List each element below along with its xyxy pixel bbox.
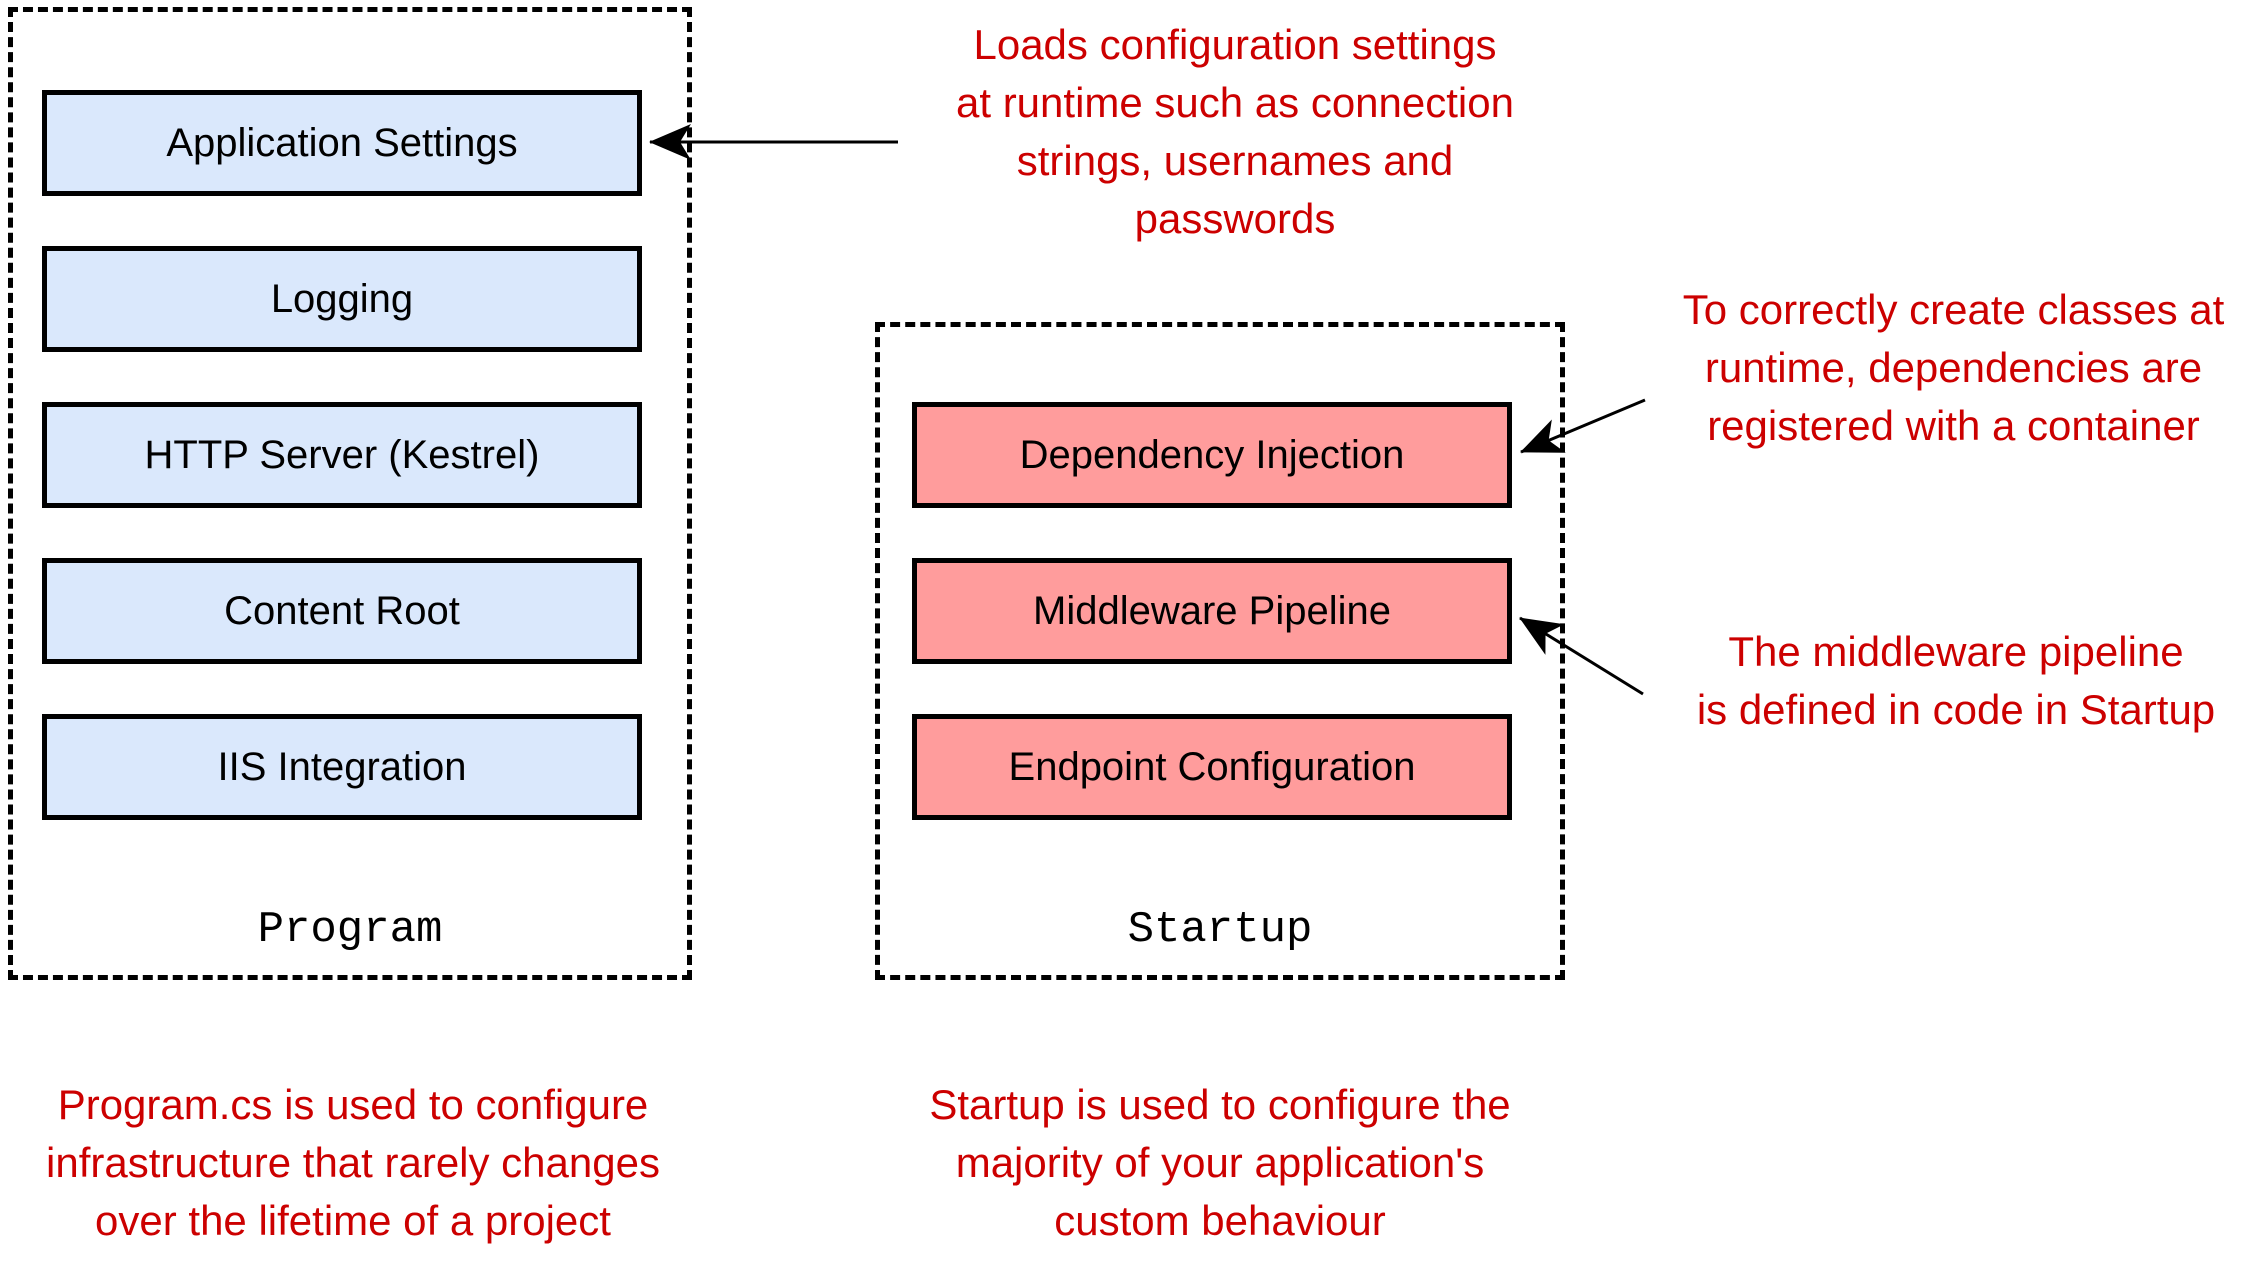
box-http-server-kestrel: HTTP Server (Kestrel) [42, 402, 642, 508]
box-logging: Logging [42, 246, 642, 352]
box-endpoint-configuration: Endpoint Configuration [912, 714, 1512, 820]
box-middleware-pipeline: Middleware Pipeline [912, 558, 1512, 664]
box-content-root: Content Root [42, 558, 642, 664]
annotation-middleware-pipeline: The middleware pipeline is defined in co… [1696, 628, 2216, 733]
box-application-settings: Application Settings [42, 90, 642, 196]
annotation-startup: Startup is used to configure the majorit… [929, 1081, 1511, 1244]
startup-panel-label: Startup [1127, 905, 1313, 955]
annotation-configuration-settings: Loads configuration settings at runtime … [956, 21, 1514, 242]
program-panel-label: Program [257, 905, 443, 955]
annotation-program-cs: Program.cs is used to configure infrastr… [46, 1081, 660, 1244]
program-panel: Application Settings Logging HTTP Server… [8, 7, 692, 980]
annotation-dependency-injection: To correctly create classes at runtime, … [1682, 286, 2225, 449]
box-dependency-injection: Dependency Injection [912, 402, 1512, 508]
startup-panel: Dependency Injection Middleware Pipeline… [875, 322, 1565, 980]
box-iis-integration: IIS Integration [42, 714, 642, 820]
